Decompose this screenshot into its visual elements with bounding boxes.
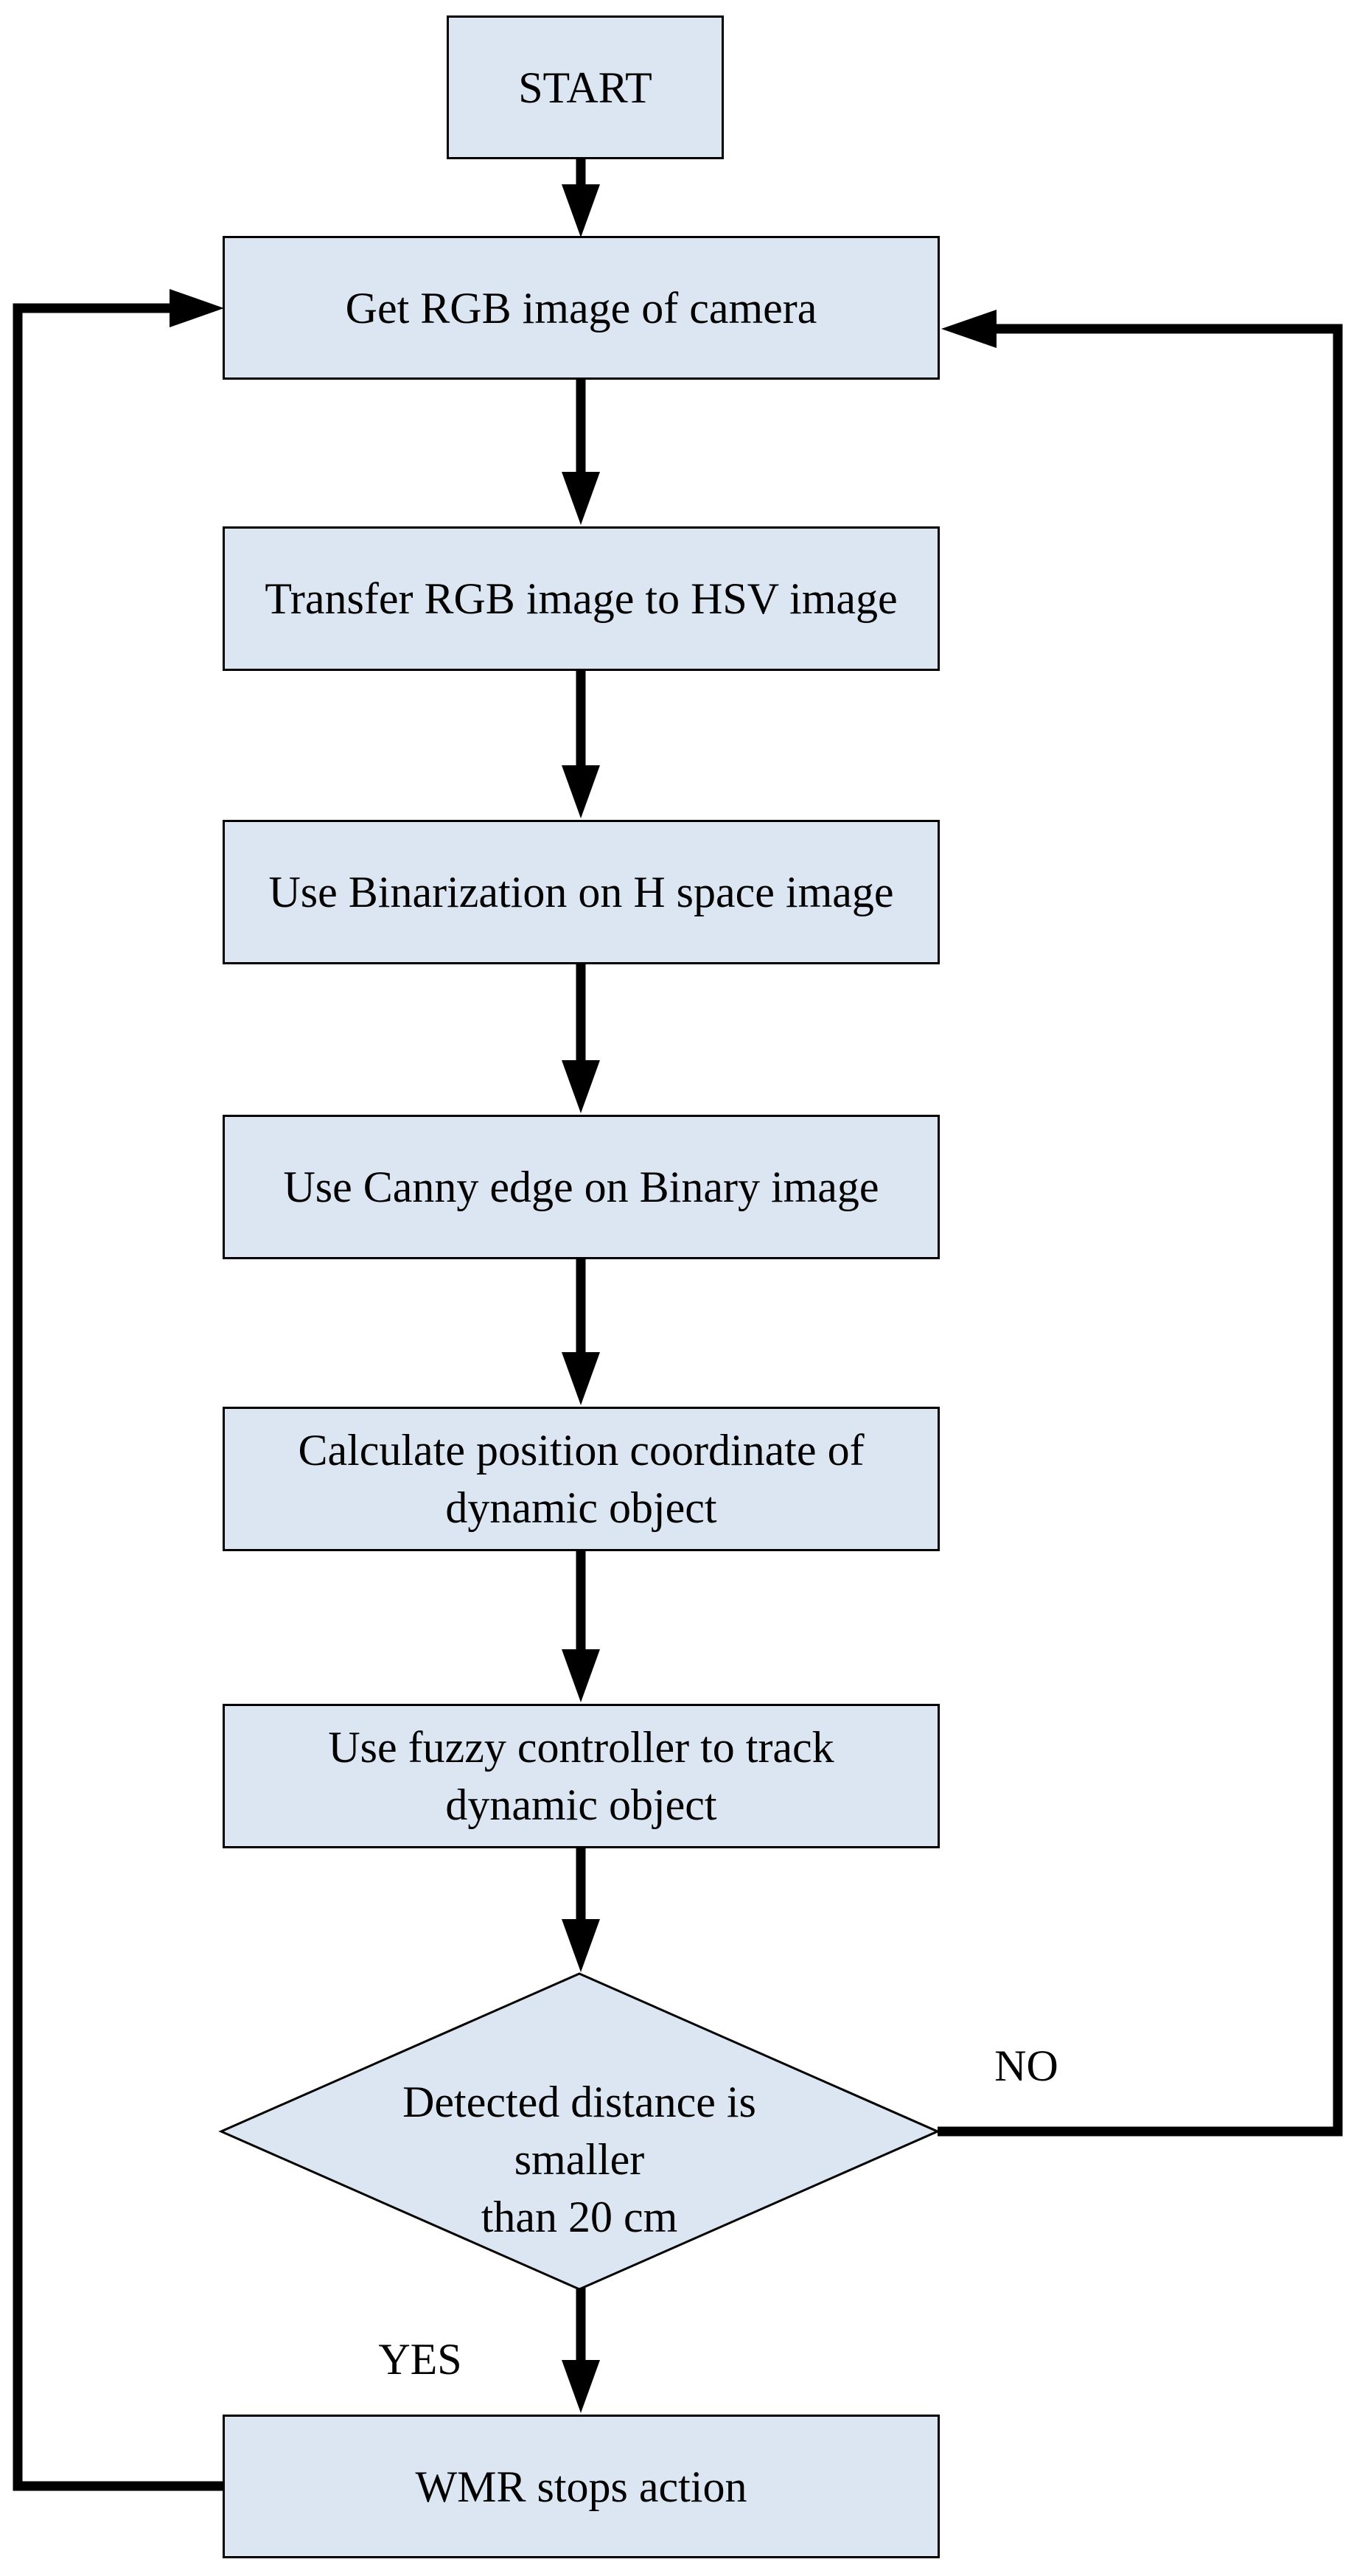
arrowhead-canny-to-calc bbox=[562, 1352, 600, 1405]
node-wmr-stops: WMR stops action bbox=[223, 2415, 940, 2558]
node-binarization-label: Use Binarization on H space image bbox=[268, 868, 894, 916]
node-calculate-position: Calculate position coordinate of dynamic… bbox=[223, 1407, 940, 1551]
node-canny-edge-label: Use Canny edge on Binary image bbox=[283, 1163, 879, 1211]
node-start-label: START bbox=[518, 63, 652, 112]
arrowhead-start-to-getrgb bbox=[562, 184, 600, 237]
arrowhead-decision-to-wmr bbox=[562, 2360, 600, 2413]
node-decision-label: Detected distance is smaller than 20 cm bbox=[402, 2078, 756, 2241]
arrowhead-getrgb-to-hsv bbox=[562, 472, 600, 525]
node-fuzzy-controller-label: Use fuzzy controller to track dynamic ob… bbox=[328, 1723, 834, 1829]
edge-label-no: NO bbox=[994, 2041, 1058, 2090]
arrowhead-binarization-to-canny bbox=[562, 1060, 600, 1113]
node-transfer-rgb-to-hsv-label: Transfer RGB image to HSV image bbox=[265, 574, 898, 623]
node-wmr-stops-label: WMR stops action bbox=[415, 2462, 747, 2511]
loop-wmr-to-getrgb bbox=[13, 303, 223, 2491]
edge-label-yes: YES bbox=[378, 2335, 462, 2384]
arrowhead-calc-to-fuzzy bbox=[562, 1649, 600, 1702]
node-get-rgb-image-label: Get RGB image of camera bbox=[345, 283, 817, 333]
node-get-rgb-image: Get RGB image of camera bbox=[223, 236, 940, 380]
node-binarization: Use Binarization on H space image bbox=[223, 820, 940, 964]
node-start: START bbox=[447, 15, 724, 159]
node-fuzzy-controller: Use fuzzy controller to track dynamic ob… bbox=[223, 1704, 940, 1848]
arrowhead-hsv-to-binarization bbox=[562, 765, 600, 818]
loop-decision-no-to-getrgb bbox=[938, 324, 1343, 2137]
node-calculate-position-label: Calculate position coordinate of dynamic… bbox=[298, 1426, 865, 1532]
arrowhead-wmr-to-getrgb bbox=[170, 289, 224, 327]
node-transfer-rgb-to-hsv: Transfer RGB image to HSV image bbox=[223, 526, 940, 671]
node-canny-edge: Use Canny edge on Binary image bbox=[223, 1115, 940, 1259]
arrowhead-decision-no-to-getrgb bbox=[941, 310, 997, 348]
arrowhead-fuzzy-to-decision bbox=[562, 1919, 600, 1972]
